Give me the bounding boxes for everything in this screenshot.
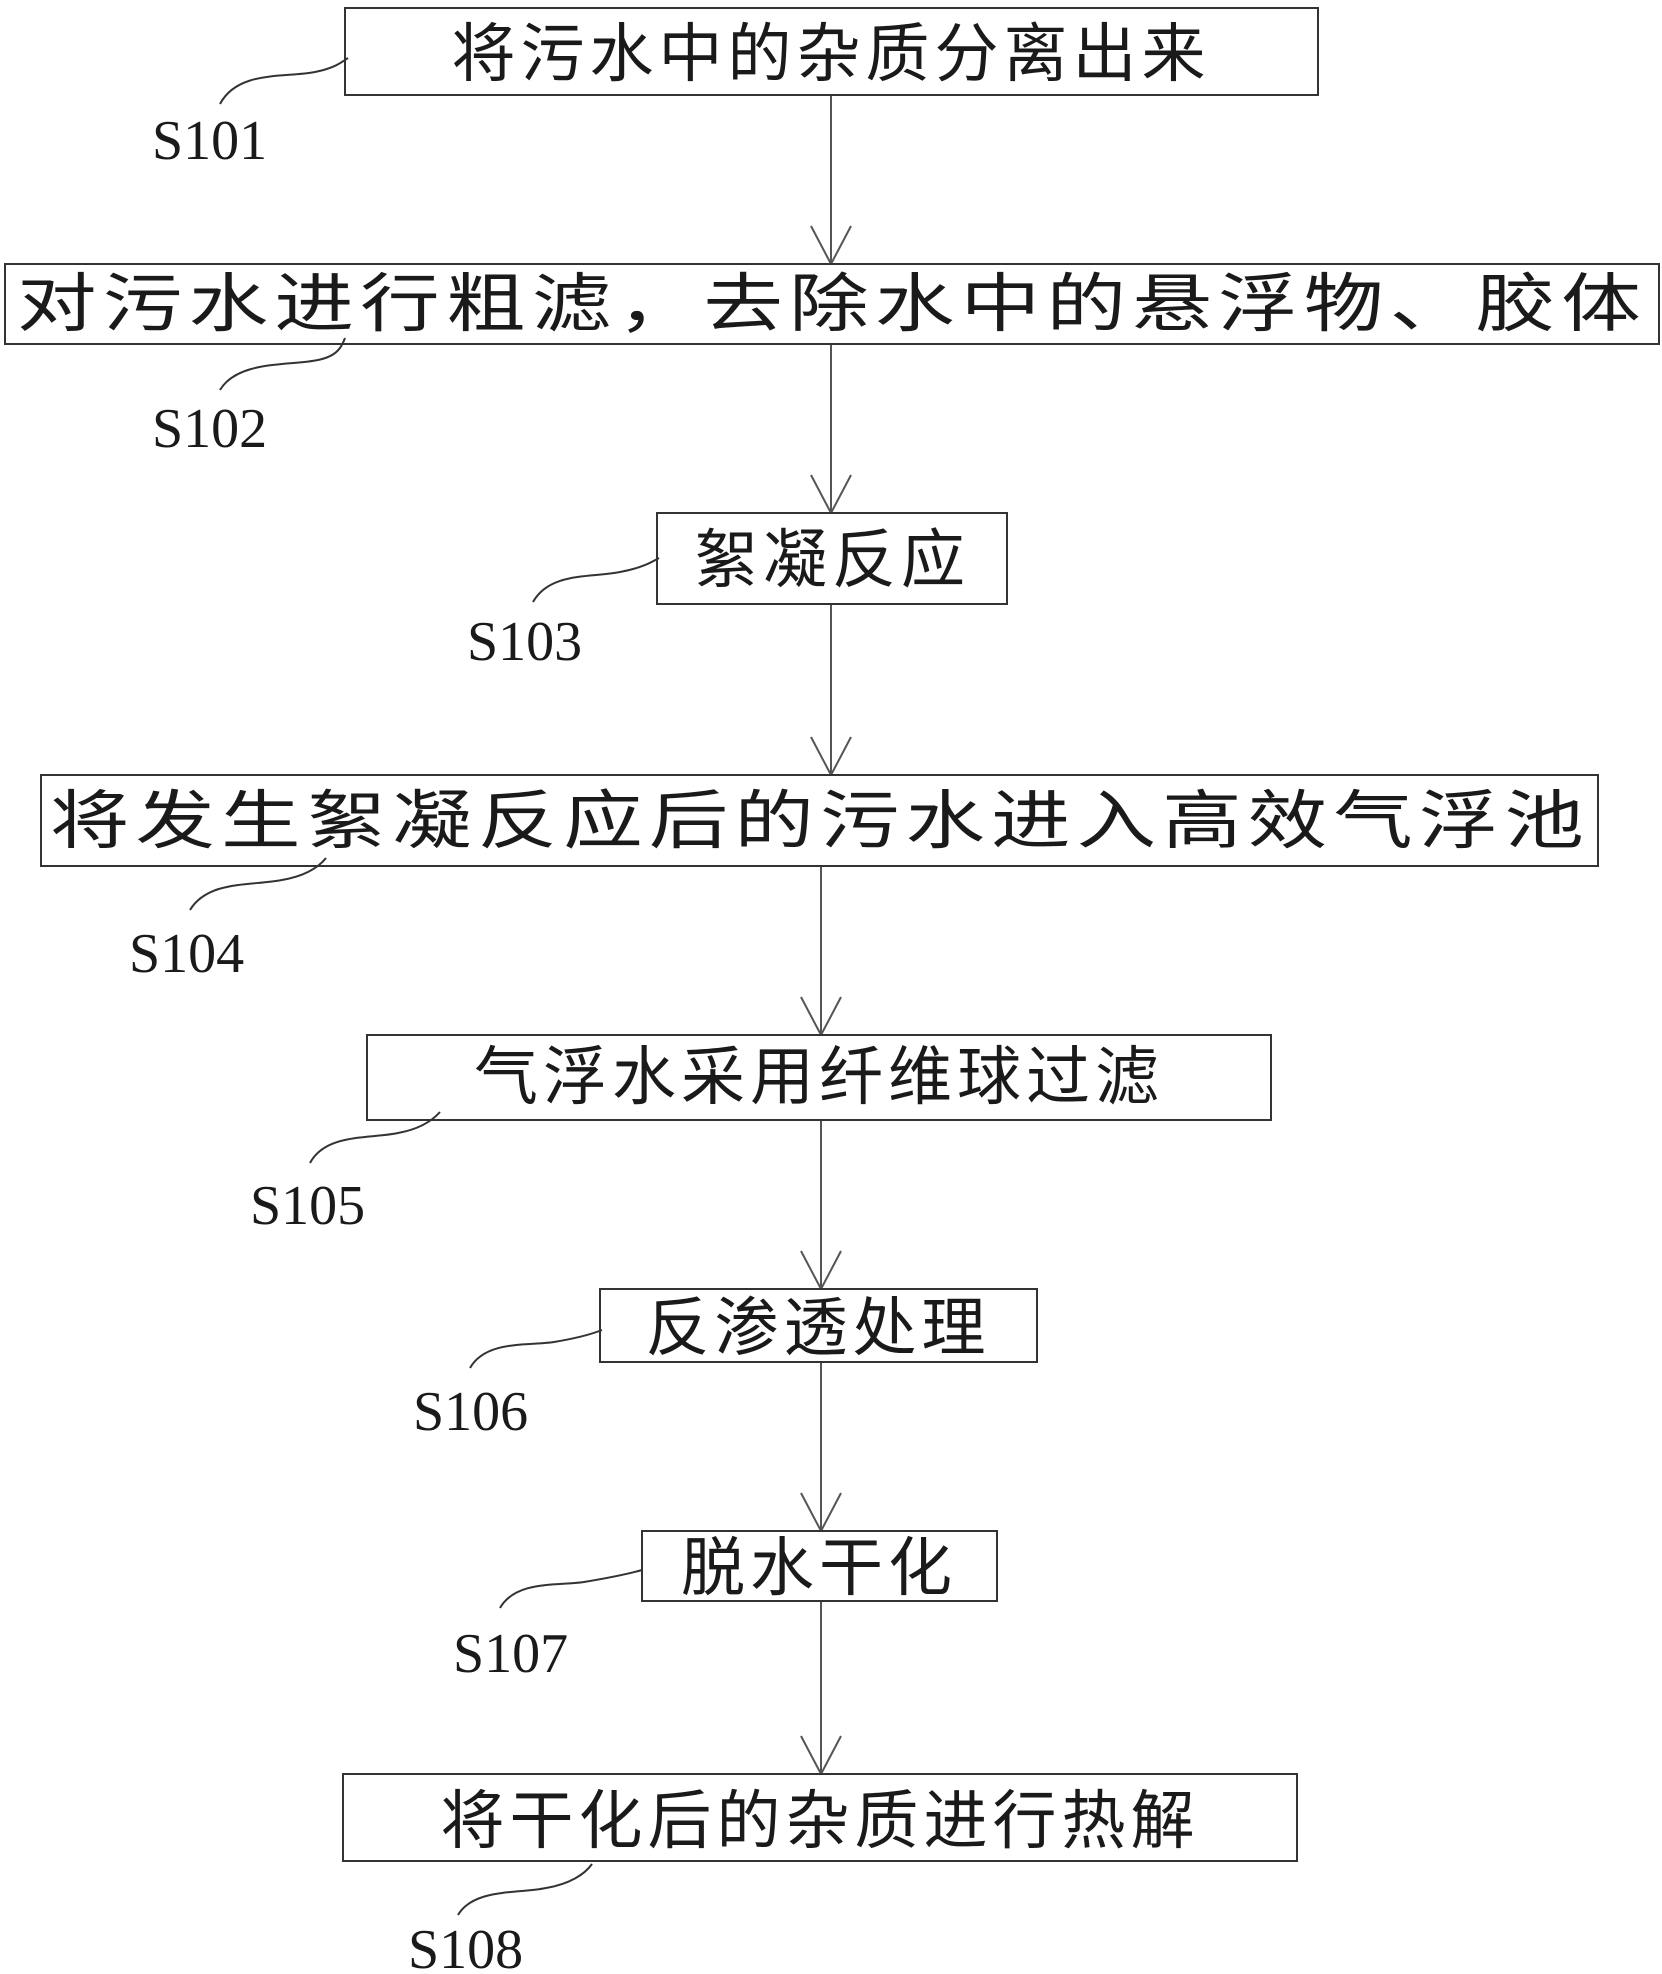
step-box — [641, 1530, 998, 1602]
step-text: 对污水进行粗滤，去除水中的悬浮物、胶体 — [17, 268, 1647, 342]
leader-line-s101 — [219, 57, 349, 105]
connector-s107-s108 — [800, 1601, 842, 1777]
leader-line-s106 — [469, 1329, 603, 1369]
connector-s101-s102 — [810, 95, 852, 267]
step-s105: 气浮水采用纤维球过滤 — [366, 1034, 1272, 1121]
step-text: 将干化后的杂质进行热解 — [441, 1785, 1200, 1859]
step-label-s107: S107 — [453, 1623, 568, 1685]
step-box — [344, 7, 1319, 96]
connector-s104-s105 — [800, 866, 842, 1038]
step-s107: 脱水干化 — [641, 1530, 998, 1606]
step-s102: 对污水进行粗滤，去除水中的悬浮物、胶体 — [4, 263, 1660, 345]
leader-line-s103 — [532, 557, 660, 603]
connector-s106-s107 — [800, 1362, 842, 1534]
step-s106: 反渗透处理 — [599, 1288, 1038, 1366]
step-text: 将发生絮凝反应后的污水进入高效气浮池 — [50, 785, 1590, 859]
step-text: 将污水中的杂质分离出来 — [452, 18, 1211, 92]
step-label-s101: S101 — [152, 110, 267, 172]
step-box — [599, 1288, 1038, 1363]
connector-s105-s106 — [800, 1120, 842, 1292]
leader-line-s104 — [189, 857, 327, 911]
leader-line-s108 — [457, 1863, 593, 1916]
step-box — [40, 774, 1599, 867]
step-s103: 絮凝反应 — [656, 512, 1008, 605]
step-box — [656, 512, 1008, 605]
step-label-s108: S108 — [408, 1919, 523, 1974]
step-text: 脱水干化 — [681, 1532, 957, 1606]
step-box — [366, 1034, 1272, 1121]
step-box — [4, 263, 1660, 345]
step-label-s104: S104 — [129, 923, 244, 985]
step-text: 絮凝反应 — [694, 524, 970, 598]
leader-line-s102 — [219, 337, 346, 391]
leader-line-s105 — [309, 1111, 441, 1164]
connector-s102-s103 — [810, 344, 852, 516]
step-text: 气浮水采用纤维球过滤 — [474, 1041, 1164, 1115]
step-label-s106: S106 — [413, 1381, 528, 1443]
connector-s103-s104 — [810, 604, 852, 778]
step-s104: 将发生絮凝反应后的污水进入高效气浮池 — [40, 774, 1599, 867]
step-label-s102: S102 — [152, 398, 267, 460]
step-s101: 将污水中的杂质分离出来 — [344, 7, 1319, 96]
step-text: 反渗透处理 — [646, 1292, 991, 1366]
leader-line-s107 — [499, 1569, 643, 1609]
step-label-s103: S103 — [467, 611, 582, 673]
step-box — [342, 1773, 1298, 1862]
step-s108: 将干化后的杂质进行热解 — [342, 1773, 1298, 1862]
step-label-s105: S105 — [250, 1175, 365, 1237]
